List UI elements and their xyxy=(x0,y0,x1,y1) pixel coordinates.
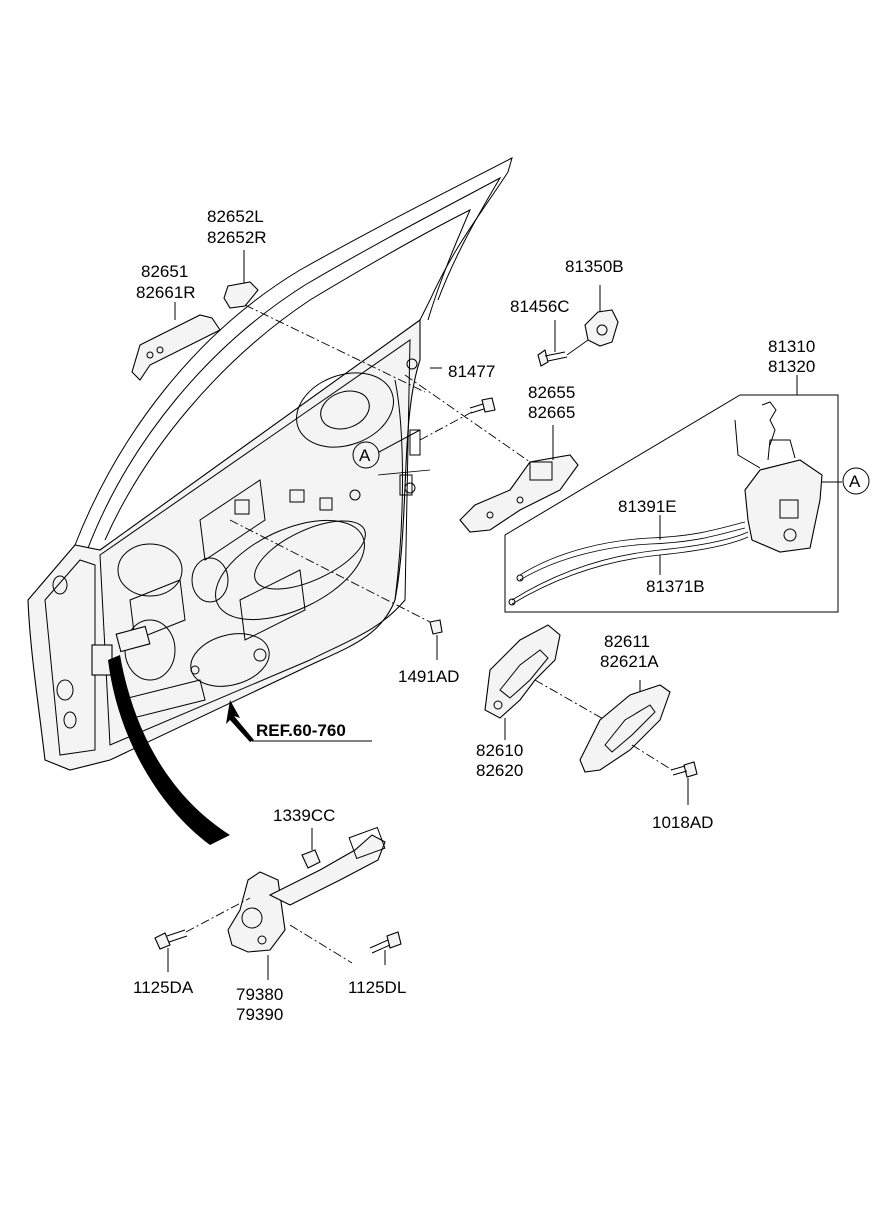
label-1339CC: 1339CC xyxy=(273,806,335,825)
nut-1339CC xyxy=(301,828,321,869)
label-81391E: 81391E xyxy=(618,497,677,516)
inside-handle-cover-82611 xyxy=(579,680,671,773)
label-82652L: 82652L xyxy=(207,207,264,226)
label-81477: 81477 xyxy=(448,362,495,381)
label-82652R: 82652R xyxy=(207,228,267,247)
handle-frame-82655 xyxy=(404,374,579,533)
label-1491AD: 1491AD xyxy=(398,667,459,686)
bolt-1125DL xyxy=(289,924,402,965)
outside-handle-82651 xyxy=(131,302,221,381)
clip-1491AD xyxy=(229,519,443,660)
label-82655: 82655 xyxy=(528,383,575,402)
label-79380: 79380 xyxy=(236,985,283,1004)
label-81456C: 81456C xyxy=(510,297,570,316)
label-82665: 82665 xyxy=(528,403,575,422)
ref-label: REF.60-760 xyxy=(256,721,346,740)
label-82611: 82611 xyxy=(604,632,650,651)
label-79390: 79390 xyxy=(236,1005,283,1024)
label-81350B: 81350B xyxy=(565,257,624,276)
callout-a2-text: A xyxy=(849,472,861,491)
label-82621A: 82621A xyxy=(600,652,659,671)
latch-assembly-box xyxy=(504,375,842,613)
label-1125DL: 1125DL xyxy=(348,978,406,997)
callout-a-left: A xyxy=(352,429,431,476)
callout-a1-text: A xyxy=(359,446,371,465)
door-assembly xyxy=(27,157,513,771)
label-81320: 81320 xyxy=(768,357,815,376)
ref-callout: REF.60-760 xyxy=(226,700,372,742)
label-81371B: 81371B xyxy=(646,577,705,596)
callout-a-right: A xyxy=(842,467,870,495)
inside-handle-82610 xyxy=(484,624,606,740)
ref-arrow-curve xyxy=(108,655,230,845)
label-1125DA: 1125DA xyxy=(133,978,194,997)
handle-cover-82652 xyxy=(223,250,259,309)
screw-1018AD xyxy=(631,744,698,805)
screw-81456C xyxy=(537,320,589,367)
door-check-79380 xyxy=(227,826,386,980)
label-82610: 82610 xyxy=(476,741,523,760)
bolt-1125DA xyxy=(154,897,251,972)
bolt-81477 xyxy=(419,367,496,441)
label-82620: 82620 xyxy=(476,761,523,780)
label-82661R: 82661R xyxy=(136,283,196,302)
label-81310: 81310 xyxy=(768,337,815,356)
label-1018AD: 1018AD xyxy=(652,813,713,832)
striker-81350B xyxy=(584,285,619,347)
label-82651: 82651 xyxy=(141,262,188,281)
